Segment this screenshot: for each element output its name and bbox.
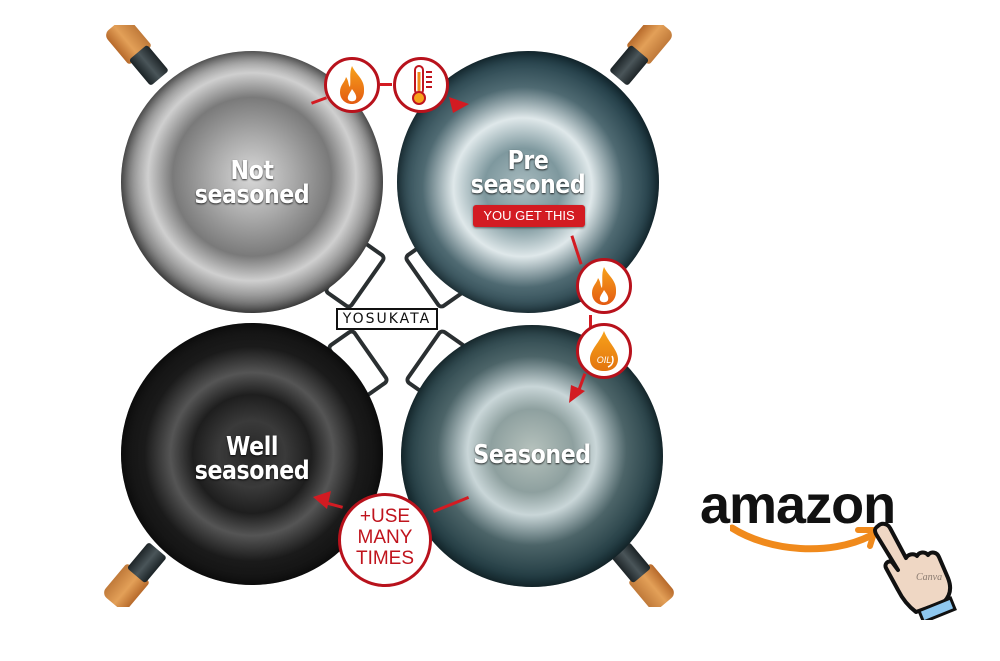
pan-label: Pre seasoned: [417, 146, 640, 200]
many-line: MANY: [357, 527, 413, 548]
svg-text:Canva: Canva: [916, 572, 942, 583]
wok-handle-top-left: [103, 25, 169, 87]
step-fire-circle: [576, 258, 632, 314]
you-get-this-badge: YOU GET THIS: [473, 205, 585, 227]
amazon-wordmark: amazon: [700, 475, 896, 535]
svg-text:OIL: OIL: [597, 355, 612, 365]
connector-line: [589, 315, 592, 329]
label-line: seasoned: [470, 170, 586, 200]
wok-handle-bottom-right: [611, 541, 677, 607]
label-line: Pre: [507, 146, 549, 176]
thermometer-icon: [412, 65, 432, 105]
wok-handle-top-right: [609, 25, 675, 87]
yosukata-logo: YOSUKATA: [336, 308, 438, 330]
arrow-head-icon: [569, 385, 585, 403]
wok-handle-bottom-left: [101, 541, 167, 607]
oil-drop-icon: OIL: [590, 331, 618, 371]
label-line: seasoned: [194, 456, 310, 486]
pan-label: Not seasoned: [141, 156, 364, 210]
use-line: +USE: [359, 506, 411, 527]
pointing-hand-cursor-icon: Canva: [872, 521, 957, 620]
step-fire-circle: [324, 57, 380, 113]
step-thermometer-circle: [393, 57, 449, 113]
arrow-head-icon: [313, 491, 331, 509]
pan-label: Seasoned: [421, 440, 644, 470]
fire-icon: [340, 66, 365, 104]
arrow-head-icon: [449, 97, 469, 113]
label-line: Seasoned: [473, 440, 591, 470]
fire-icon: [592, 267, 617, 305]
times-line: TIMES: [355, 548, 415, 569]
step-oil-circle: OIL: [576, 323, 632, 379]
amazon-logo-link[interactable]: amazon: [700, 478, 940, 558]
pan-label: Well seasoned: [141, 432, 364, 486]
connector-line: [380, 83, 392, 86]
label-line: Well: [225, 432, 279, 462]
label-line: seasoned: [194, 180, 310, 210]
label-line: Not: [230, 156, 274, 186]
amazon-smile-icon: [730, 524, 880, 553]
wok-seasoning-infographic: Not seasoned Pre seasoned YOU GET THIS W…: [97, 25, 680, 607]
use-many-times-circle: +USE MANY TIMES: [338, 493, 432, 587]
